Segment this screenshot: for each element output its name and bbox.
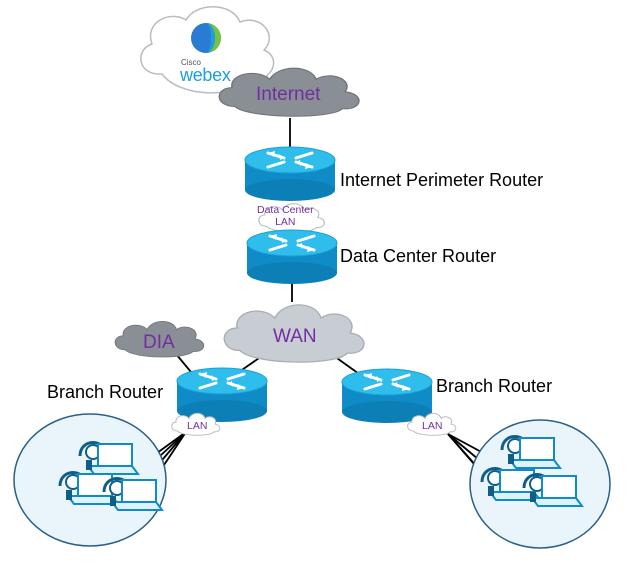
branch-site-right xyxy=(469,419,611,549)
branch-router-right-label: Branch Router xyxy=(436,376,553,396)
webex-product: webex xyxy=(180,65,231,85)
internet-label: Internet xyxy=(256,84,321,105)
laptop-user-icon xyxy=(78,441,140,476)
wan-label: WAN xyxy=(273,326,317,347)
branch-site-left xyxy=(13,413,167,547)
lan-right-label: LAN xyxy=(422,420,443,432)
webex-logo-icon xyxy=(191,23,221,53)
router-icon xyxy=(245,228,339,286)
laptop-user-icon xyxy=(102,477,164,512)
internet-perimeter-router-label: Internet Perimeter Router xyxy=(340,170,544,190)
webex-brand: Cisco xyxy=(181,58,202,67)
router-icon xyxy=(175,366,269,424)
dc-lan-label: Data Center LAN xyxy=(257,204,314,228)
router-icon xyxy=(340,367,434,425)
data-center-router-label: Data Center Router xyxy=(340,246,497,266)
laptop-user-icon xyxy=(522,473,584,508)
branch-router-left-label: Branch Router xyxy=(47,382,164,402)
lan-left-label: LAN xyxy=(187,420,208,432)
laptop-user-icon xyxy=(500,435,562,470)
dia-label: DIA xyxy=(143,332,175,353)
router-icon xyxy=(243,145,337,203)
